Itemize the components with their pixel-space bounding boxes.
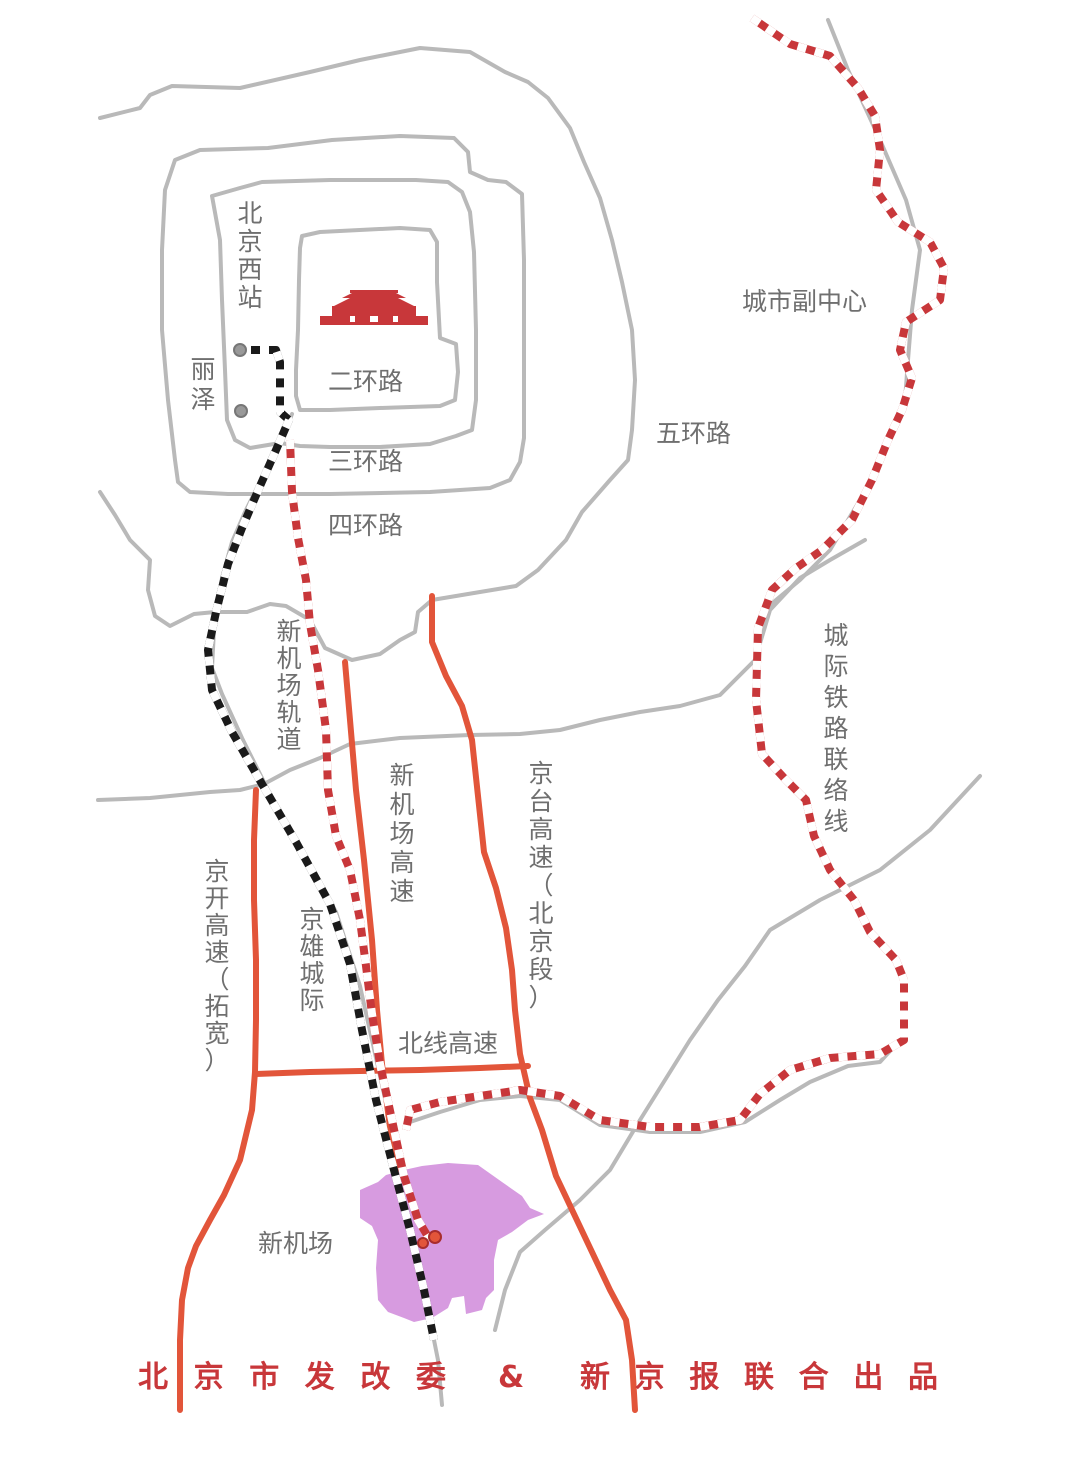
label-jingkai: 京开高速（拓宽） <box>204 857 229 1075</box>
airport-link-road <box>408 1038 902 1134</box>
label-jingxiong: 京雄城际 <box>299 905 324 1015</box>
label-beijing-west: 北京西站 <box>237 199 262 312</box>
station-dot-icon <box>417 1237 429 1249</box>
label-airport-rail: 新机场轨道 <box>276 617 301 754</box>
label-jingtai: 京台高速（北京段） <box>528 759 553 1012</box>
label-subcenter: 城市副中心 <box>742 287 867 316</box>
label-intercity-link: 城际铁路联络线 <box>823 621 848 836</box>
tiananmen-icon <box>320 290 428 325</box>
jingtai-expressway <box>429 593 638 1413</box>
jingxiong-intercity-rail <box>204 346 438 1341</box>
intercity-link-rail <box>402 14 948 1131</box>
second-ring-road <box>294 226 460 412</box>
airport-expressway <box>342 659 407 1229</box>
fourth-ring-road <box>160 134 526 496</box>
new-airport-rail-line <box>286 439 434 1243</box>
credit-line: 北京市发改委 & 新京报联合出品 <box>138 1360 942 1395</box>
label-ring3: 三环路 <box>328 447 403 476</box>
southeast-road <box>493 774 982 1332</box>
map-labels: 北京西站 丽泽 二环路 三环路 四环路 五环路 城市副中心 城际铁路联络线 新机… <box>190 199 867 1258</box>
road-network <box>96 18 982 1407</box>
station-dot-icon <box>428 1230 442 1244</box>
north-line-expressway <box>253 1063 531 1077</box>
south-cross-road <box>96 538 867 802</box>
credit-left: 北京市发改委 <box>138 1360 450 1395</box>
station-dot-icon <box>233 343 247 357</box>
label-lize: 丽泽 <box>190 355 215 414</box>
jingkai-expressway <box>177 787 259 1413</box>
new-airport-area <box>360 1163 544 1322</box>
label-ring5: 五环路 <box>656 419 731 448</box>
credit-ampersand: & <box>498 1360 528 1395</box>
station-dot-icon <box>234 404 248 418</box>
label-beixian: 北线高速 <box>398 1029 498 1058</box>
third-ring-road <box>210 178 478 450</box>
highways <box>177 593 638 1413</box>
fifth-ring-road <box>98 46 637 662</box>
credit-right: 新京报联合出品 <box>580 1360 942 1395</box>
label-airport-expressway: 新机场高速 <box>389 761 414 906</box>
label-ring4: 四环路 <box>328 511 403 540</box>
label-ring2: 二环路 <box>328 367 403 396</box>
label-new-airport: 新机场 <box>258 1229 333 1258</box>
rail-lines <box>204 14 948 1341</box>
